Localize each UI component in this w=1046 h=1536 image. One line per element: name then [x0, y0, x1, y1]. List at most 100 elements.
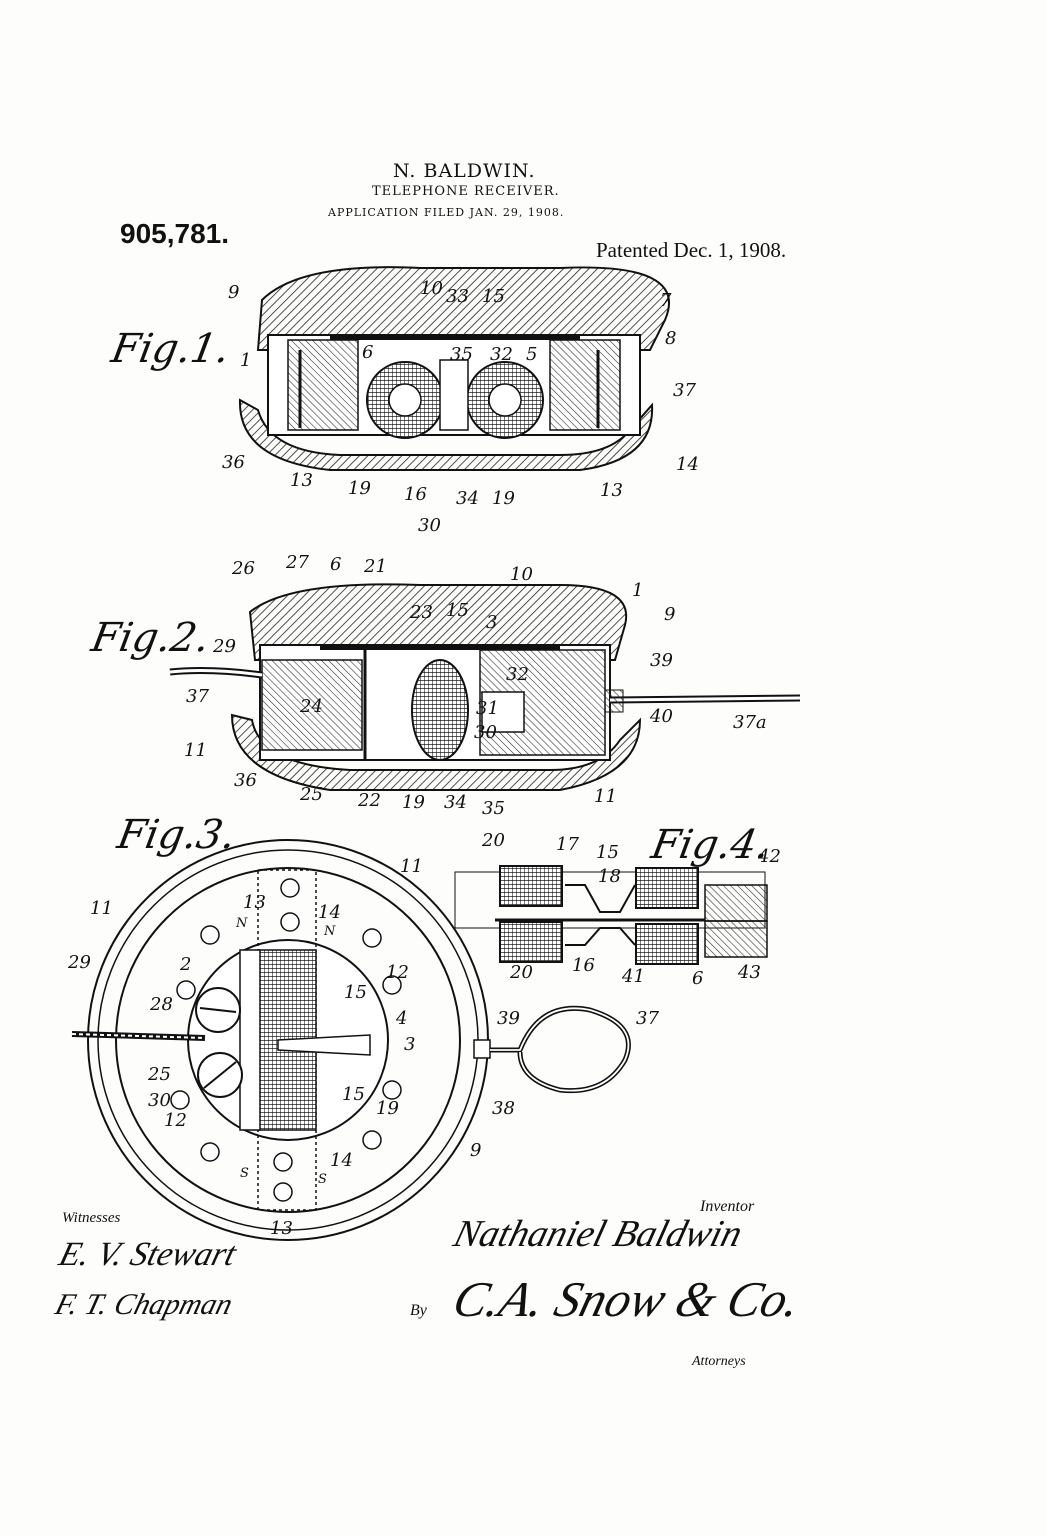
fig4-ref: 42 — [758, 846, 781, 867]
patent-title: TELEPHONE RECEIVER. — [372, 184, 560, 199]
fig1-ref: 35 — [450, 344, 473, 365]
fig2-ref: 19 — [402, 792, 425, 813]
fig1-ref: 15 — [482, 286, 505, 307]
fig2-ref: 22 — [358, 790, 381, 811]
fig3-ref: 25 — [148, 1064, 171, 1085]
fig4-label: Fig.4. — [647, 822, 774, 868]
fig2-ref: 32 — [506, 664, 529, 685]
fig1-ref: 32 — [490, 344, 513, 365]
fig4-ref: 15 — [596, 842, 619, 863]
fig3-label: Fig.3. — [113, 812, 240, 858]
fig1-ref: 37 — [673, 380, 696, 401]
fig4-ref: 6 — [692, 968, 704, 989]
fig1-ref: 30 — [418, 515, 441, 536]
fig1-ref: 16 — [404, 484, 427, 505]
fig3-ref: 11 — [90, 898, 113, 919]
fig4-ref: 16 — [572, 955, 595, 976]
fig3-ref: 13 — [243, 892, 266, 913]
fig1-ref: 19 — [348, 478, 371, 499]
fig2-ref: 23 — [410, 602, 433, 623]
fig3-pole-label: S — [240, 1166, 249, 1181]
fig3-ref: 29 — [68, 952, 91, 973]
fig3-ref: 39 — [497, 1008, 520, 1029]
fig2-ref: 9 — [664, 604, 676, 625]
fig2-ref: 35 — [482, 798, 505, 819]
by-label: By — [410, 1302, 427, 1319]
fig4-ref: 18 — [598, 866, 621, 887]
attorney-signature: C.A. Snow & Co. — [447, 1271, 807, 1327]
fig2-ref: 37a — [733, 712, 767, 733]
fig1-ref: 34 — [456, 488, 479, 509]
fig2-ref: 29 — [213, 636, 236, 657]
fig2-ref: 40 — [650, 706, 673, 727]
fig3-ref: 15 — [342, 1084, 365, 1105]
fig3-ref: 38 — [492, 1098, 515, 1119]
inventor-name: N. BALDWIN. — [393, 160, 536, 182]
fig2-label: Fig.2. — [87, 615, 214, 661]
fig3-ref: 28 — [150, 994, 173, 1015]
fig2-ref: 11 — [184, 740, 207, 761]
fig1-label: Fig.1. — [107, 326, 234, 372]
fig2-ref: 11 — [594, 786, 617, 807]
fig2-ref: 36 — [234, 770, 257, 791]
fig1-ref: 36 — [222, 452, 245, 473]
fig3-ref: 12 — [164, 1110, 187, 1131]
fig3-ref: 14 — [330, 1150, 353, 1171]
fig1-ref: 10 — [420, 278, 443, 299]
fig3-ref: 15 — [344, 982, 367, 1003]
fig4-ref: 43 — [738, 962, 761, 983]
fig1-ref: 1 — [240, 350, 252, 371]
inventor-label: Inventor — [700, 1198, 755, 1215]
fig2-ref: 25 — [300, 784, 323, 805]
fig2-ref: 26 — [232, 558, 255, 579]
fig1-ref: 13 — [600, 480, 623, 501]
patented-date: Patented Dec. 1, 1908. — [596, 238, 787, 262]
filed-date: APPLICATION FILED JAN. 29, 1908. — [328, 206, 565, 219]
fig3-ref: 14 — [318, 902, 341, 923]
fig2-ref: 24 — [300, 696, 323, 717]
inventor-signature: Nathaniel Baldwin — [449, 1213, 747, 1255]
fig1-ref: 7 — [660, 290, 672, 311]
fig3-pole-label: N — [236, 916, 248, 931]
fig3-ref: 13 — [270, 1218, 293, 1239]
fig2-ref: 6 — [330, 554, 342, 575]
fig2-ref: 30 — [474, 722, 497, 743]
fig1-ref: 8 — [665, 328, 677, 349]
fig2-ref: 10 — [510, 564, 533, 585]
fig1-ref: 33 — [446, 286, 469, 307]
fig2-ref: 31 — [476, 698, 499, 719]
fig4-ref: 20 — [482, 830, 505, 851]
fig2-ref: 34 — [444, 792, 467, 813]
fig3-ref: 11 — [400, 856, 423, 877]
fig1-ref: 13 — [290, 470, 313, 491]
fig3-ref: 9 — [470, 1140, 482, 1161]
fig3-ref: 19 — [376, 1098, 399, 1119]
fig1-ref: 19 — [492, 488, 515, 509]
fig2-ref: 37 — [186, 686, 209, 707]
fig1-ref: 6 — [362, 342, 374, 363]
fig1-ref: 9 — [228, 282, 240, 303]
fig4-ref: 17 — [556, 834, 579, 855]
fig3-ref: 37 — [636, 1008, 659, 1029]
fig4-ref: 20 — [510, 962, 533, 983]
fig3-pole-label: N — [324, 924, 336, 939]
witnesses-label: Witnesses — [62, 1210, 121, 1226]
fig2-ref: 27 — [286, 552, 309, 573]
fig1-ref: 5 — [526, 344, 538, 365]
fig2-ref: 1 — [632, 580, 644, 601]
fig2-ref: 15 — [446, 600, 469, 621]
attorneys-label: Attorneys — [692, 1354, 746, 1369]
fig3-pole-label: S — [318, 1172, 327, 1187]
fig3-ref: 4 — [396, 1008, 408, 1029]
fig3-ref: 2 — [180, 954, 192, 975]
witness-2-signature: F. T. Chapman — [51, 1288, 237, 1321]
fig4-ref: 41 — [622, 966, 645, 987]
fig3-ref: 3 — [404, 1034, 416, 1055]
fig1-ref: 14 — [676, 454, 699, 475]
fig2-ref: 3 — [486, 612, 498, 633]
fig3-ref: 12 — [386, 962, 409, 983]
fig2-ref: 39 — [650, 650, 673, 671]
witness-1-signature: E. V. Stewart — [55, 1236, 241, 1273]
fig3-ref: 30 — [148, 1090, 171, 1111]
fig2-ref: 21 — [364, 556, 387, 577]
